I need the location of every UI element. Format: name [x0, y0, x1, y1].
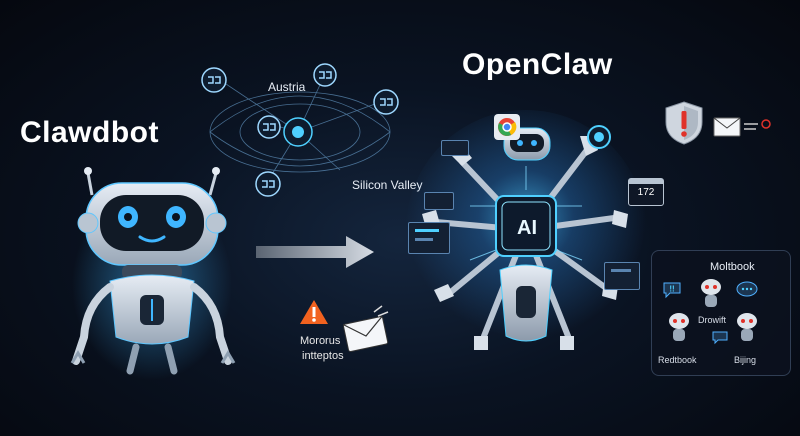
arrow-right-icon: [256, 236, 374, 268]
floating-window-3: [408, 222, 450, 254]
floating-window-1: [441, 140, 469, 156]
map-label-silicon-valley: Silicon Valley: [352, 178, 423, 192]
moltbook-label-drowift: Drowift: [698, 315, 727, 325]
ai-chip-label: AI: [517, 217, 537, 239]
moltbook-bot-right: [734, 311, 760, 348]
chat-bubble-icon: [712, 331, 728, 350]
moltbook-bot-left: [666, 311, 692, 348]
calendar-value: 172: [637, 187, 655, 198]
network-node-icon: [254, 170, 282, 203]
map-label-austria: Austria: [268, 80, 306, 94]
network-map: [209, 71, 391, 185]
network-node-icon: [312, 62, 338, 93]
network-node-icon: [372, 88, 400, 121]
moltbook-title: Moltbook: [710, 261, 755, 273]
mail-icon: [342, 305, 390, 363]
warning-text-line2: intteptos: [302, 350, 344, 362]
moltbook-label-bijing: Bijing: [734, 355, 757, 365]
svg-text:!!: !!: [669, 285, 674, 294]
clawdbot-title: Clawdbot: [20, 116, 159, 149]
openclaw-title: OpenClaw: [462, 48, 613, 81]
calendar-icon: 172: [628, 178, 664, 206]
network-node-icon: [256, 114, 282, 145]
shield-alert-icon: [664, 100, 704, 151]
warning-icon: [298, 298, 330, 331]
chat-bubble-icon: !!: [662, 281, 682, 304]
moltbook-bot-top: [698, 277, 724, 314]
moltbook-panel: Moltbook !! Drowift Redtbook Bijing: [651, 250, 791, 376]
openclaw-robot: [406, 110, 646, 350]
floating-window-4: [604, 262, 640, 290]
moltbook-label-redtbook: Redtbook: [658, 355, 697, 365]
node-glow-icon: [586, 124, 612, 155]
warning-text-line1: Mororus: [300, 335, 341, 347]
clawdbot-robot: [70, 167, 236, 380]
chrome-icon: [494, 114, 520, 145]
chat-bubble-icon: [736, 281, 758, 304]
network-node-icon: [200, 66, 228, 99]
mail-icon: [713, 116, 774, 143]
floating-window-2: [424, 192, 454, 210]
